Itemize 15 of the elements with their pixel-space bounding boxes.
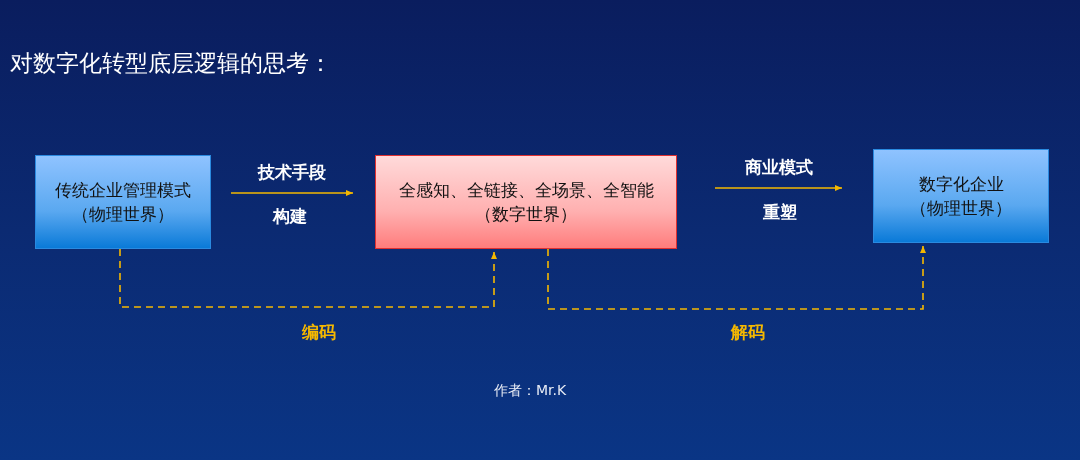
edge-label: 技术手段 xyxy=(258,160,326,184)
author-note: 作者：Mr.K xyxy=(493,382,567,400)
arrow xyxy=(547,245,926,310)
edge-label: 商业模式 xyxy=(744,155,813,179)
process-box: 全感知、全链接、全场景、全智能（数字世界） xyxy=(375,155,677,249)
arrow xyxy=(714,185,843,191)
process-box: 传统企业管理模式（物理世界） xyxy=(35,155,211,249)
arrow xyxy=(119,248,497,308)
process-box: 数字化企业（物理世界） xyxy=(873,149,1049,243)
edge-label: 解码 xyxy=(730,320,765,344)
arrow-caption: 构建 xyxy=(273,204,307,228)
arrow-caption: 重塑 xyxy=(763,200,797,224)
arrow xyxy=(230,190,354,196)
title: 对数字化转型底层逻辑的思考： xyxy=(10,49,332,78)
edge-label: 编码 xyxy=(302,320,336,344)
